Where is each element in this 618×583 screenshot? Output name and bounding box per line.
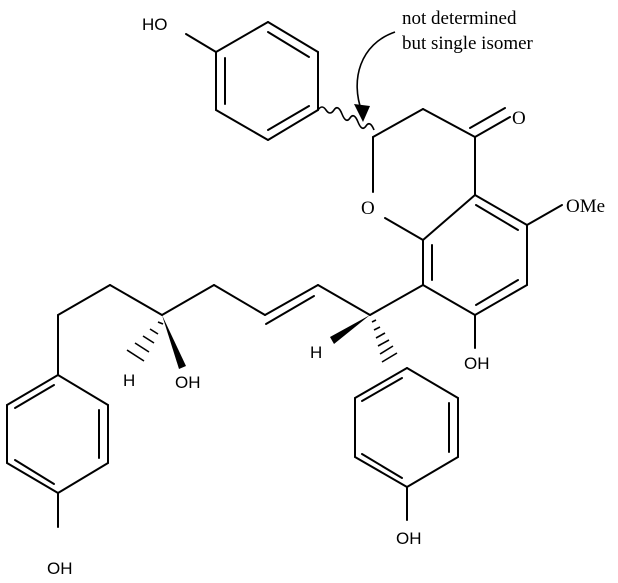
oh-label-c7: OH — [464, 354, 490, 373]
annotation-arrowhead — [354, 104, 370, 122]
annotation-line-1: not determined — [402, 8, 517, 29]
ring-b-hydroxyphenyl — [185, 21, 319, 141]
annotation-arrow — [356, 31, 396, 113]
annotation-line-2: but single isomer — [402, 33, 534, 54]
ring-d-hydroxyphenyl — [354, 367, 459, 521]
wedge-bond-h-benzylic — [330, 315, 370, 344]
ring-a-aromatic — [422, 194, 563, 349]
oh-label-ring-b: HO — [142, 15, 168, 34]
hashed-bond-benzylic — [371, 319, 398, 363]
wedge-bond-carbinol-oh — [162, 315, 186, 369]
oh-label-ring-d: OH — [396, 529, 422, 548]
carbonyl-oxygen-label: O — [512, 108, 526, 129]
ring-c-chromanone — [372, 107, 511, 241]
hashed-bond-carbinol-h — [126, 321, 164, 362]
oh-label-ring-e: OH — [47, 559, 73, 578]
h-label-carbinol: H — [123, 371, 135, 390]
methoxy-label: OMe — [566, 196, 605, 217]
oh-label-carbinol: OH — [175, 373, 201, 392]
side-chain — [57, 284, 424, 376]
wavy-stereo-bond — [317, 106, 375, 131]
ring-oxygen-label: O — [361, 198, 375, 219]
ring-e-hydroxyphenyl — [6, 374, 109, 528]
h-label-benzylic: H — [310, 343, 322, 362]
